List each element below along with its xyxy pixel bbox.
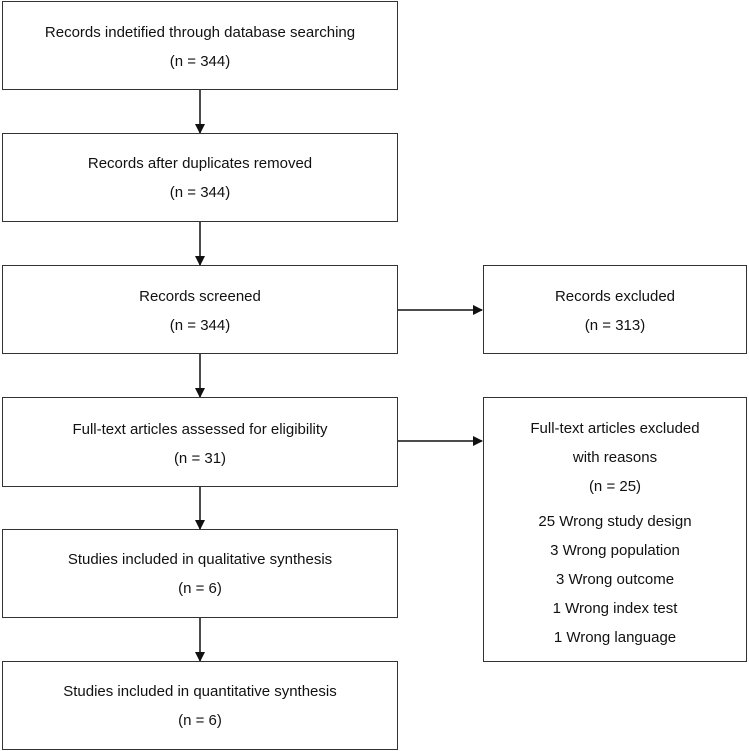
exclusion-reasons-list: 25 Wrong study design 3 Wrong population… bbox=[538, 507, 691, 652]
exclusion-reason: 1 Wrong index test bbox=[552, 600, 678, 617]
fulltext-box: Full-text articles assessed for eligibil… bbox=[2, 397, 398, 487]
fulltext-excluded-title-line2: with reasons bbox=[572, 449, 658, 466]
fulltext-excluded-box: Full-text articles excluded with reasons… bbox=[483, 397, 747, 662]
exclusion-reason: 3 Wrong outcome bbox=[555, 571, 675, 588]
qualitative-count: (n = 6) bbox=[178, 580, 222, 597]
identified-count: (n = 344) bbox=[169, 53, 231, 70]
screened-box: Records screened (n = 344) bbox=[2, 265, 398, 354]
identified-title: Records indetified through database sear… bbox=[44, 24, 356, 41]
fulltext-excluded-title-line1: Full-text articles excluded bbox=[530, 420, 700, 437]
qualitative-title: Studies included in qualitative synthesi… bbox=[67, 551, 333, 568]
exclusion-reason: 25 Wrong study design bbox=[538, 513, 692, 530]
excluded-box: Records excluded (n = 313) bbox=[483, 265, 747, 354]
screened-title: Records screened bbox=[139, 288, 261, 305]
exclusion-reason: 3 Wrong population bbox=[550, 542, 680, 559]
excluded-count: (n = 313) bbox=[584, 317, 646, 334]
duplicates-removed-title: Records after duplicates removed bbox=[87, 155, 313, 172]
qualitative-box: Studies included in qualitative synthesi… bbox=[2, 529, 398, 618]
quantitative-count: (n = 6) bbox=[178, 712, 222, 729]
fulltext-title: Full-text articles assessed for eligibil… bbox=[72, 421, 328, 438]
quantitative-title: Studies included in quantitative synthes… bbox=[63, 683, 337, 700]
fulltext-count: (n = 31) bbox=[173, 450, 227, 467]
exclusion-reason: 1 Wrong language bbox=[553, 629, 677, 646]
fulltext-excluded-count: (n = 25) bbox=[588, 478, 642, 495]
quantitative-box: Studies included in quantitative synthes… bbox=[2, 661, 398, 750]
screened-count: (n = 344) bbox=[169, 317, 231, 334]
identified-box: Records indetified through database sear… bbox=[2, 1, 398, 90]
excluded-title: Records excluded bbox=[554, 288, 676, 305]
duplicates-removed-box: Records after duplicates removed (n = 34… bbox=[2, 133, 398, 222]
duplicates-removed-count: (n = 344) bbox=[169, 184, 231, 201]
